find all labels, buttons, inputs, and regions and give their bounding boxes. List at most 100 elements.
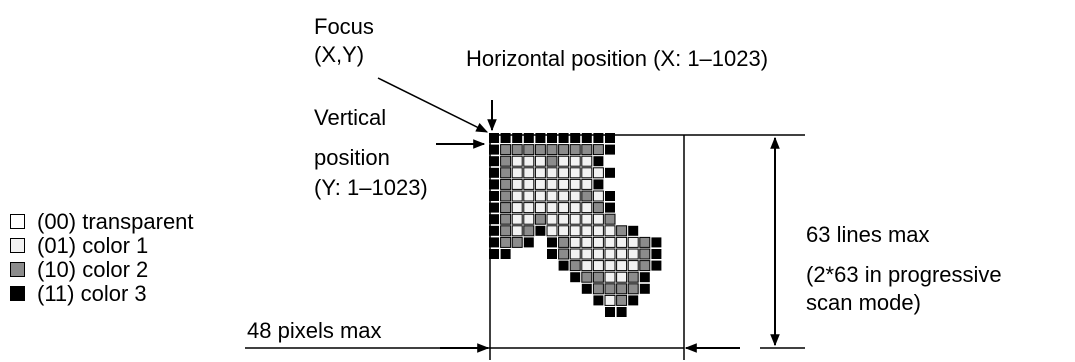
cursor-pixel <box>500 202 512 214</box>
cursor-pixel <box>546 190 558 202</box>
cursor-pixel <box>546 213 558 225</box>
cursor-pixel <box>581 202 593 214</box>
cursor-pixel <box>512 133 523 143</box>
cursor-pixel <box>489 237 499 248</box>
legend-swatch <box>10 286 25 301</box>
cursor-pixel <box>569 155 581 167</box>
cursor-pixel <box>569 144 581 156</box>
cursor-pixel <box>581 133 592 143</box>
cursor-pixel <box>605 133 615 143</box>
cursor-pixel <box>523 237 534 248</box>
cursor-pixel <box>592 225 604 237</box>
legend-label: (11) color 3 <box>37 281 147 306</box>
cursor-pixel <box>523 190 535 202</box>
cursor-pixel <box>593 133 604 143</box>
cursor-pixel <box>558 190 570 202</box>
cursor-pixel <box>500 249 511 259</box>
cursor-pixel <box>511 155 523 167</box>
cursor-pixel <box>592 248 604 260</box>
cursor-pixel <box>569 248 581 260</box>
cursor-pixel <box>605 307 615 317</box>
cursor-pixel <box>535 133 546 143</box>
cursor-pixel <box>627 283 639 295</box>
cursor-pixel <box>546 167 558 179</box>
cursor-pixel <box>581 213 593 225</box>
cursor-pixel <box>558 167 570 179</box>
cursor-pixel <box>546 225 558 237</box>
vertical-position-label-line1: Vertical <box>314 105 387 130</box>
cursor-pixel <box>523 202 535 214</box>
cursor-pixel <box>500 225 512 237</box>
progressive-label-line2: scan mode) <box>806 290 921 315</box>
vertical-position-label-line3: (Y: 1–1023) <box>314 175 428 200</box>
cursor-pixel <box>604 271 616 283</box>
legend-swatch <box>10 214 25 229</box>
progressive-label-line1: (2*63 in progressive <box>806 262 1002 287</box>
cursor-pixel <box>581 167 593 179</box>
cursor-pixel <box>616 283 628 295</box>
cursor-pixel <box>581 225 593 237</box>
cursor-pixel <box>511 178 523 190</box>
cursor-pixel <box>639 260 651 272</box>
cursor-pixel <box>489 156 499 167</box>
cursor-pixel <box>546 144 558 156</box>
cursor-pixel <box>604 260 616 272</box>
cursor-pixel <box>569 167 581 179</box>
cursor-pixel <box>627 260 639 272</box>
cursor-pixel <box>581 283 592 294</box>
cursor-pixel <box>489 179 499 190</box>
cursor-pixel <box>489 202 499 213</box>
cursor-pixel <box>616 225 628 237</box>
cursor-pixel <box>581 190 593 202</box>
cursor-pixel <box>558 213 570 225</box>
cursor-pixel <box>651 237 662 248</box>
cursor-pixel <box>569 213 581 225</box>
cursor-pixel <box>639 272 650 283</box>
pixels-max-label: 48 pixels max <box>247 318 382 343</box>
cursor-pixel <box>581 271 593 283</box>
cursor-pixel <box>592 202 604 214</box>
cursor-pixel <box>569 190 581 202</box>
cursor-pixel <box>489 167 499 178</box>
cursor-pixel <box>489 225 499 236</box>
cursor-pixel <box>558 202 570 214</box>
cursor-pixel <box>500 213 512 225</box>
focus-arrow <box>377 77 489 133</box>
cursor-pixel <box>500 144 512 156</box>
cursor-pixel <box>569 236 581 248</box>
legend-swatch <box>10 262 25 277</box>
cursor-pixel <box>570 133 581 143</box>
cursor-pixel <box>569 202 581 214</box>
cursor-pixel <box>616 307 627 317</box>
cursor-pixel <box>592 283 604 295</box>
cursor-pixel <box>627 236 639 248</box>
cursor-pixel <box>605 167 615 178</box>
cursor-pixel <box>616 248 628 260</box>
cursor-pixel <box>489 214 499 225</box>
cursor-pixel <box>558 248 570 260</box>
cursor-pixel <box>511 225 523 237</box>
cursor-pixel <box>558 260 569 271</box>
cursor-pixel <box>523 133 534 143</box>
cursor-pixel <box>593 179 604 190</box>
cursor-pixel <box>500 133 511 143</box>
legend-swatch <box>10 238 25 253</box>
cursor-pixel <box>511 190 523 202</box>
cursor-pixel <box>547 133 557 143</box>
cursor-pixel <box>627 271 639 283</box>
cursor-pixel <box>523 225 535 237</box>
cursor-pixel <box>605 202 615 213</box>
cursor-pixel <box>581 260 593 272</box>
cursor-pixel <box>523 155 535 167</box>
cursor-pixel <box>604 248 616 260</box>
cursor-pixel <box>534 202 546 214</box>
cursor-pixel <box>534 190 546 202</box>
cursor-pixel <box>581 144 593 156</box>
cursor-pixel <box>546 155 558 167</box>
cursor-pixel <box>534 213 546 225</box>
cursor-pixel <box>639 248 651 260</box>
cursor-pixel <box>616 260 628 272</box>
cursor-pixel <box>500 190 512 202</box>
cursor-pixel <box>511 236 523 248</box>
cursor-pixel <box>616 236 628 248</box>
